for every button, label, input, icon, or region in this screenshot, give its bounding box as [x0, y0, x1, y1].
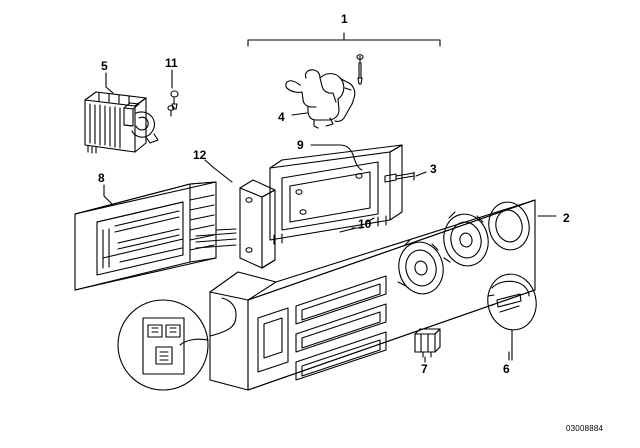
callout-leader-1: [247, 32, 441, 47]
diagram-reference-code: 03008884: [566, 424, 604, 433]
detail-callout-circle: [117, 297, 237, 391]
callout-label-1: 1: [341, 12, 348, 26]
callout-label-10: 10: [358, 217, 372, 231]
callout-label-7: 7: [421, 362, 428, 376]
part-3-frame: [204, 144, 427, 269]
part-8-box: [74, 181, 237, 291]
callout-label-5: 5: [101, 59, 108, 73]
part-5-module: [84, 69, 179, 154]
callout-label-9: 9: [297, 138, 304, 152]
part-2-control-panel: [209, 199, 557, 391]
callout-label-4: 4: [278, 110, 285, 124]
part-7-connector: [414, 328, 441, 363]
callout-label-6: 6: [503, 362, 510, 376]
callout-label-12: 12: [193, 148, 207, 162]
callout-label-11: 11: [165, 56, 178, 70]
part-6-knob: [487, 273, 537, 361]
callout-label-3: 3: [430, 162, 437, 176]
part-4-actuator: [285, 54, 364, 171]
callout-label-8: 8: [98, 171, 105, 185]
callout-label-2: 2: [563, 211, 570, 225]
